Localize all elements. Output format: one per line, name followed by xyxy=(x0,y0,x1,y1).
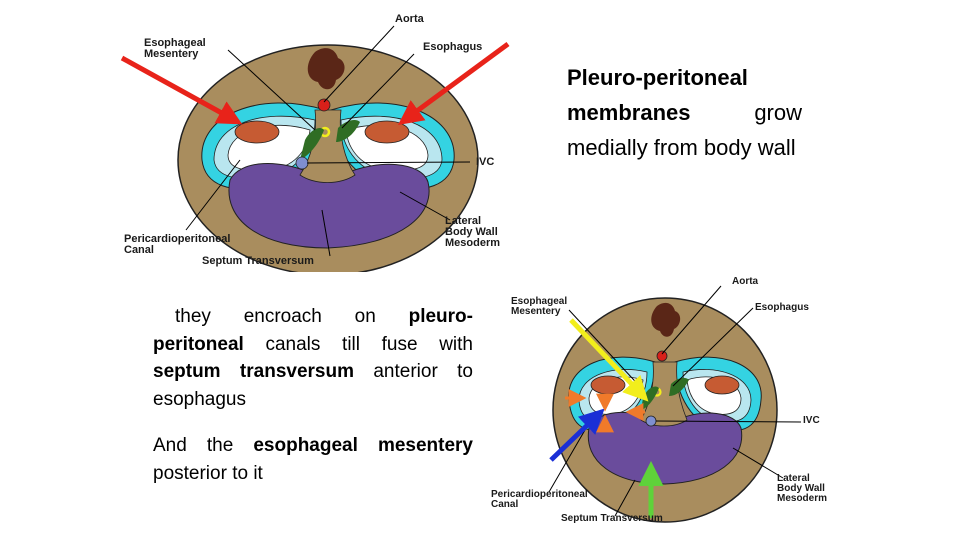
label-pericardioperitoneal-canal: Pericardioperitoneal Canal xyxy=(124,233,231,256)
blue-arrow xyxy=(549,408,605,462)
label-aorta: Aorta xyxy=(395,13,424,25)
para1-bold-1: pleuro-peritoneal xyxy=(153,306,473,355)
red-arrow-right xyxy=(397,41,510,125)
label-lateral-body-wall: Lateral Body Wall Mesoderm xyxy=(445,215,501,249)
yellow-arrow xyxy=(569,318,649,402)
heading-bold: Pleuro-peritoneal membranes xyxy=(567,65,748,126)
para1-bold-2: septum transversum xyxy=(153,361,354,383)
para2-text-2: posterior to it xyxy=(153,462,263,484)
heading-rest: grow medially from body wall xyxy=(567,100,802,161)
cross-section-bottom xyxy=(548,285,802,523)
label-pericardioperitoneal-canal-bottom: Pericardioperitoneal Canal xyxy=(491,489,588,510)
paragraph-1: they encroach on pleuro-peritoneal canal… xyxy=(153,303,473,413)
para2-text-1: And the xyxy=(153,435,254,456)
red-arrow-left xyxy=(120,55,243,125)
para1-text-2: canals till fuse with xyxy=(243,333,473,355)
paragraph-2: And the esophageal mesentery posterior t… xyxy=(153,432,473,487)
cross-section-top xyxy=(120,25,510,276)
label-esophagus: Esophagus xyxy=(423,41,483,53)
label-aorta-bottom: Aorta xyxy=(732,276,759,287)
diagram-bottom: Aorta Esophageal Mesentery Esophagus IVC… xyxy=(485,270,845,530)
label-septum-transversum: Septum Transversum xyxy=(202,255,314,267)
label-esophageal-mesentery-bottom: Esophageal Mesentery xyxy=(511,296,568,317)
label-esophageal-mesentery: Esophageal Mesentery xyxy=(144,37,206,60)
para1-text-1: they encroach on xyxy=(175,306,409,327)
para2-bold-1: esophageal mesentery xyxy=(253,435,473,456)
para1-text-3: anterior to esophagus xyxy=(153,361,474,410)
label-ivc: IVC xyxy=(476,156,495,168)
label-lateral-body-wall-bottom: Lateral Body Wall Mesoderm xyxy=(777,473,828,504)
label-ivc-bottom: IVC xyxy=(803,415,820,426)
label-esophagus-bottom: Esophagus xyxy=(755,302,809,313)
heading-text: Pleuro-peritoneal membranes grow mediall… xyxy=(567,60,802,166)
label-septum-transversum-bottom: Septum Transversum xyxy=(561,513,663,524)
diagram-top: Aorta Esophageal Mesentery Esophagus IVC… xyxy=(110,10,530,276)
